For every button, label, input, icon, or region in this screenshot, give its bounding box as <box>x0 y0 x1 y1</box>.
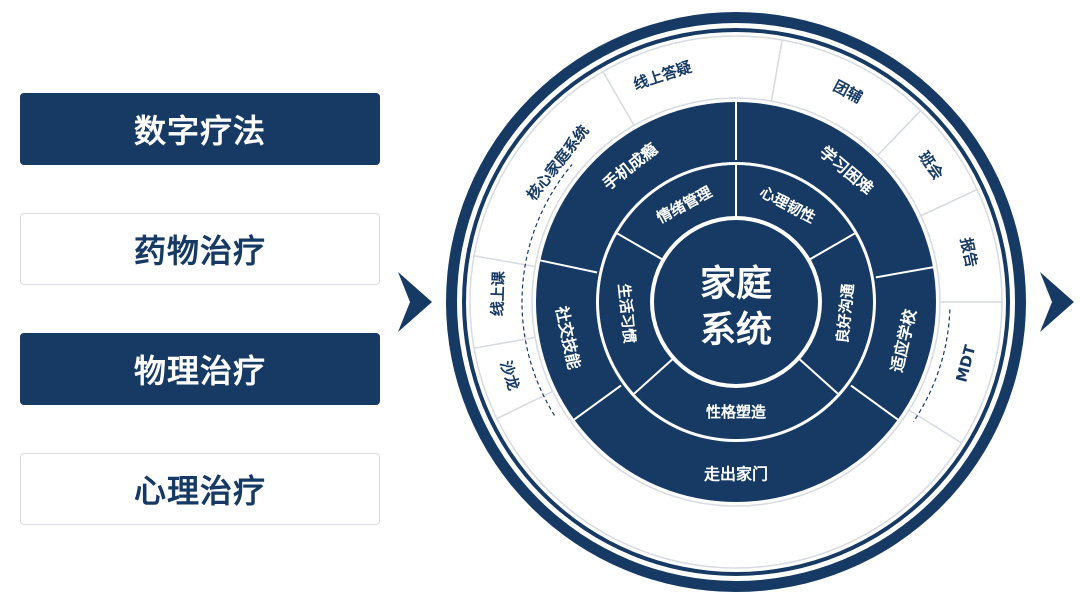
dashed-guide-left <box>521 164 573 416</box>
dashed-guide-right <box>912 309 951 423</box>
outer-ring-label: 线上课 <box>488 270 508 317</box>
middle-ring-divider <box>850 384 899 421</box>
therapy-physical: 物理治疗 <box>20 333 380 405</box>
therapy-digital: 数字疗法 <box>20 93 380 165</box>
chevron-right-icon <box>1040 272 1074 332</box>
middle-ring-divider <box>573 384 622 421</box>
therapy-label: 数字疗法 <box>133 112 266 150</box>
center-title-line2: 系统 <box>700 310 772 351</box>
inner-ring-divider <box>797 357 839 395</box>
therapy-medication: 药物治疗 <box>20 213 380 285</box>
inner-ring-label: 性格塑造 <box>706 403 766 421</box>
therapy-label: 物理治疗 <box>133 352 266 390</box>
middle-ring-divider <box>875 266 934 279</box>
inner-ring-divider <box>616 232 664 261</box>
therapy-label: 心理治疗 <box>133 472 266 510</box>
center-title-line1: 家庭 <box>700 264 772 305</box>
therapy-psychological: 心理治疗 <box>20 453 380 525</box>
inner-ring-divider <box>633 357 675 395</box>
chevrons <box>398 272 1074 332</box>
outer-ring-segment <box>495 390 963 569</box>
therapy-label: 药物治疗 <box>133 232 266 270</box>
outer-ring-segment <box>469 254 536 350</box>
center-disc <box>654 220 818 384</box>
chevron-right-icon <box>398 272 432 332</box>
middle-ring-label: 走出家门 <box>703 465 768 484</box>
center-circle: 家庭系统 <box>650 216 822 388</box>
outer-ring-label: 报告 <box>957 236 981 269</box>
inner-ring-divider <box>808 232 856 261</box>
middle-ring-divider <box>540 259 598 274</box>
